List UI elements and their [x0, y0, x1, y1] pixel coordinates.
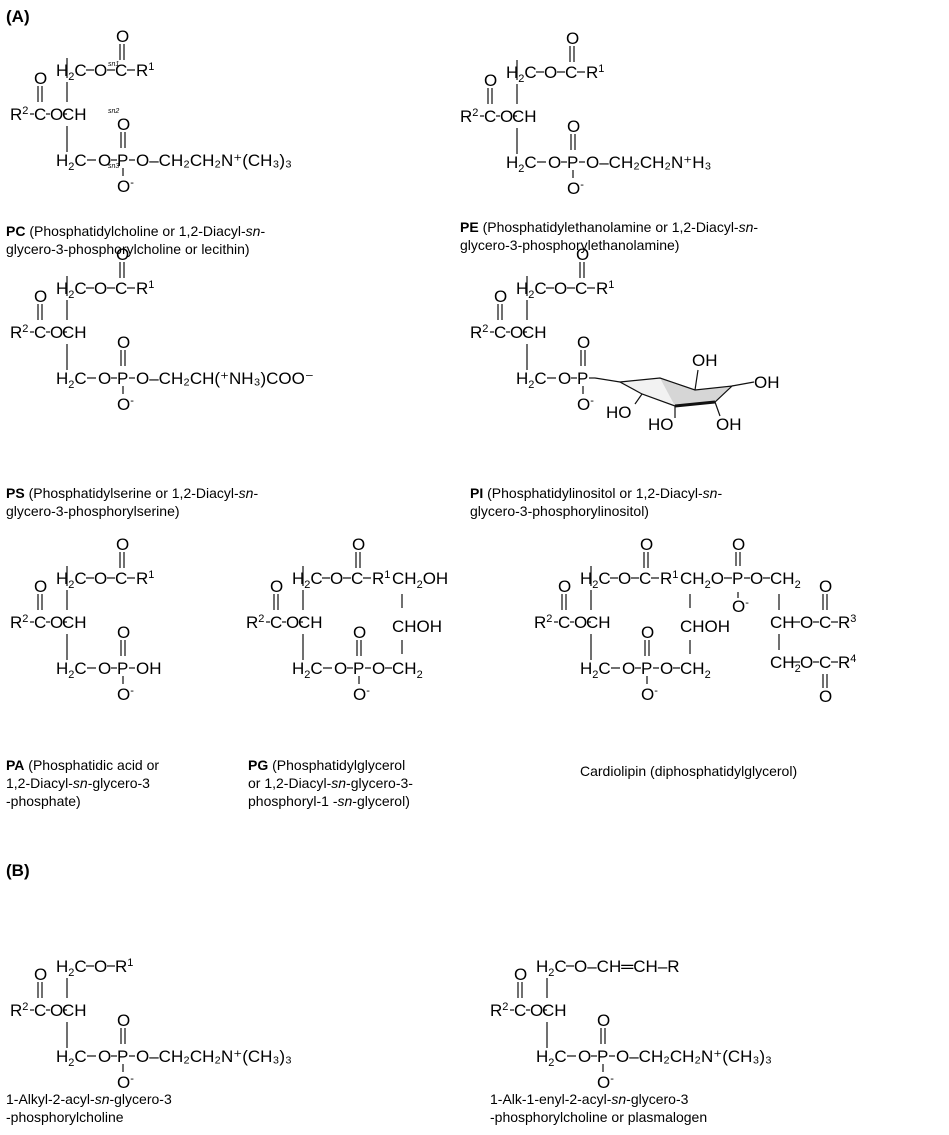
svg-text:O-: O-	[597, 1073, 614, 1092]
svg-text:H2C: H2C	[56, 957, 87, 979]
pa-headgroup: OH	[136, 659, 162, 678]
pi-caption-2: glycero-3-phosphorylinositol)	[470, 503, 649, 519]
sn3-label: sn3	[108, 163, 119, 170]
alkyl-headgroup: O–CH₂CH₂N⁺(CH₃)₃	[136, 1047, 292, 1066]
pi-caption: PI (Phosphatidylinositol or 1,2-Diacyl-s…	[470, 485, 722, 501]
svg-text:CH: CH	[770, 613, 795, 632]
ps-caption: PS (Phosphatidylserine or 1,2-Diacyl-sn-	[6, 485, 258, 501]
sn1-label: sn1	[108, 61, 119, 68]
svg-text:C: C	[34, 1001, 46, 1020]
svg-text:O: O	[819, 577, 832, 596]
alkyl-caption-2: -phosphorylcholine	[6, 1109, 124, 1125]
pg-caption: PG (Phosphatidylglycerol	[248, 757, 405, 773]
svg-text:O: O	[800, 653, 813, 672]
ps-headgroup: O–CH₂CH(⁺NH₃)COO⁻	[136, 369, 314, 388]
alkyl-caption: 1-Alkyl-2-acyl-sn-glycero-3	[6, 1091, 172, 1107]
plasmalogen-headgroup: O–CH₂CH₂N⁺(CH₃)₃	[616, 1047, 772, 1066]
cardiolipin-caption: Cardiolipin (diphosphatidylglycerol)	[580, 763, 797, 779]
svg-text:O: O	[732, 535, 745, 554]
svg-text:CH2: CH2	[770, 653, 801, 675]
svg-text:P: P	[732, 569, 743, 588]
svg-text:R3: R3	[838, 613, 856, 632]
plasmalogen-chain: O–CH═CH–R	[574, 957, 680, 976]
pa-caption: PA (Phosphatidic acid or	[6, 757, 159, 773]
pa-structure: OH	[9, 534, 162, 705]
svg-text:O: O	[98, 1047, 111, 1066]
svg-text:O: O	[514, 965, 527, 984]
cardiolipin-structure: O CH2 CHOH CH2O P O O- O CH2 CH O C O R3…	[533, 534, 856, 706]
pi-oh-2: OH	[754, 373, 780, 392]
svg-text:O: O	[660, 659, 673, 678]
svg-text:O: O	[372, 659, 385, 678]
pi-oh-4: HO	[648, 415, 674, 434]
svg-text:H2C: H2C	[536, 957, 567, 979]
svg-text:O-: O-	[117, 1073, 134, 1092]
svg-text:CH2: CH2	[392, 659, 423, 681]
svg-text:O-: O-	[732, 597, 749, 616]
svg-text:O: O	[530, 1001, 543, 1020]
svg-text:O: O	[578, 1047, 591, 1066]
sn2-label: sn2	[108, 108, 119, 115]
plasmalogen-caption: 1-Alk-1-enyl-2-acyl-sn-glycero-3	[490, 1091, 689, 1107]
pi-oh-5: HO	[606, 403, 632, 422]
plasmalogen-structure: H2C O–CH═CH–R R2 C O O CH H2C O P O O- O…	[490, 957, 772, 1092]
pe-caption-2: glycero-3-phosphorylethanolamine)	[460, 237, 679, 253]
svg-text:P: P	[117, 1047, 128, 1066]
pc-caption: PC (Phosphatidylcholine or 1,2-Diacyl-sn…	[6, 223, 265, 239]
svg-text:R4: R4	[838, 653, 856, 672]
svg-text:C: C	[819, 613, 831, 632]
pg-caption-3: phosphoryl-1 -sn-glycerol)	[248, 793, 410, 809]
pe-caption: PE (Phosphatidylethanolamine or 1,2-Diac…	[460, 219, 758, 235]
svg-text:O: O	[819, 687, 832, 706]
section-a-label: (A)	[6, 7, 30, 26]
plasmalogen-caption-2: -phosphorylcholine or plasmalogen	[490, 1109, 707, 1125]
pg-caption-2: or 1,2-Diacyl-sn-glycero-3-	[248, 775, 413, 791]
svg-text:CH2: CH2	[680, 659, 711, 681]
pe-headgroup: O–CH₂CH₂N⁺H₃	[586, 153, 711, 172]
svg-text:O: O	[597, 1011, 610, 1030]
svg-text:P: P	[597, 1047, 608, 1066]
svg-text:CH: CH	[542, 1001, 567, 1020]
svg-text:O: O	[800, 613, 813, 632]
svg-text:O: O	[50, 1001, 63, 1020]
svg-text:C: C	[514, 1001, 526, 1020]
pa-caption-3: -phosphate)	[6, 793, 81, 809]
svg-text:O: O	[117, 1011, 130, 1030]
svg-text:R2: R2	[10, 1001, 28, 1020]
svg-text:CHOH: CHOH	[392, 617, 442, 636]
svg-text:O: O	[34, 965, 47, 984]
svg-text:H2C: H2C	[56, 1047, 87, 1069]
svg-text:H2C: H2C	[536, 1047, 567, 1069]
section-b-label: (B)	[6, 861, 30, 880]
alkyl-ether-structure: H2C O R1 R2 C O O CH H2C O P O O- O–CH₂C…	[10, 957, 292, 1092]
pi-structure: OH OH OH HO HO	[469, 244, 780, 434]
svg-text:CHOH: CHOH	[680, 617, 730, 636]
svg-text:CH2O: CH2O	[680, 569, 724, 591]
pg-structure: O CH2 CHOH CH2OH	[245, 534, 448, 705]
svg-text:CH: CH	[62, 1001, 87, 1020]
pa-caption-2: 1,2-Diacyl-sn-glycero-3	[6, 775, 150, 791]
svg-text:R1: R1	[115, 957, 133, 976]
pi-oh-1: OH	[692, 351, 718, 370]
ps-structure: O–CH₂CH(⁺NH₃)COO⁻	[9, 244, 314, 415]
ps-caption-2: glycero-3-phosphorylserine)	[6, 503, 180, 519]
svg-text:R2: R2	[490, 1001, 508, 1020]
pe-structure: O–CH₂CH₂N⁺H₃	[459, 28, 711, 199]
svg-text:O: O	[750, 569, 763, 588]
pc-structure: O–CH₂CH₂N⁺(CH₃)₃ sn1 sn2 sn3	[9, 26, 292, 197]
svg-text:C: C	[819, 653, 831, 672]
svg-text:O: O	[94, 957, 107, 976]
pc-headgroup: O–CH₂CH₂N⁺(CH₃)₃	[136, 151, 292, 170]
svg-text:CH2: CH2	[770, 569, 801, 591]
pi-oh-3: OH	[716, 415, 742, 434]
svg-text:CH2OH: CH2OH	[392, 569, 448, 591]
